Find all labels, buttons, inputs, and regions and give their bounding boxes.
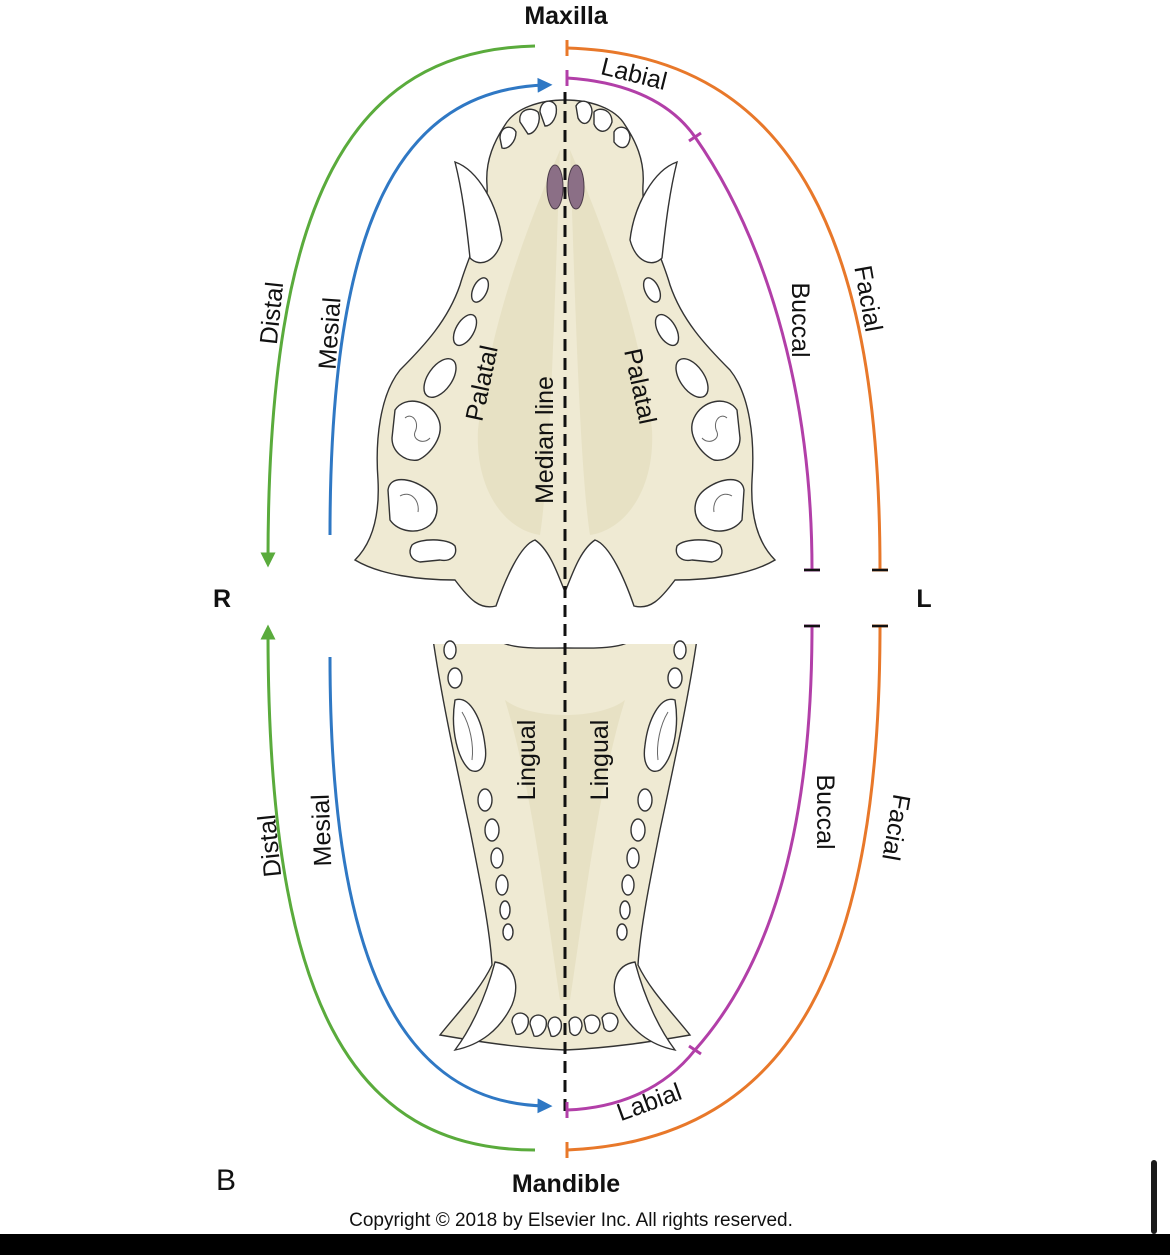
median-line-label: Median line — [531, 376, 559, 504]
facial-lower-label: Facial — [876, 792, 915, 863]
mandible-jaw — [420, 610, 710, 1050]
gap-caps — [804, 570, 888, 626]
facial-upper-label: Facial — [848, 263, 887, 334]
buccal-upper-label: Buccal — [786, 282, 814, 357]
buccal-arc-lower — [695, 626, 812, 1050]
mesial-lower-label: Mesial — [307, 794, 338, 867]
left-label: L — [916, 585, 931, 613]
lingual-right-label: Lingual — [513, 720, 541, 801]
distal-upper-label: Distal — [255, 281, 289, 346]
maxilla-label: Maxilla — [524, 2, 608, 30]
mesial-upper-label: Mesial — [314, 296, 347, 370]
labial-upper-label: Labial — [598, 53, 670, 96]
distal-lower-label: Distal — [253, 813, 287, 878]
copyright-notice: Copyright © 2018 by Elsevier Inc. All ri… — [349, 1210, 793, 1231]
lingual-left-label: Lingual — [586, 720, 614, 801]
mandible-label: Mandible — [512, 1170, 620, 1198]
scrollbar-thumb[interactable] — [1151, 1160, 1157, 1234]
labial-lower-label: Labial — [613, 1078, 685, 1127]
incisive-fissure-left — [568, 165, 584, 209]
panel-letter: B — [216, 1164, 236, 1197]
right-label: R — [213, 585, 231, 613]
bottom-bar — [0, 1234, 1170, 1255]
buccal-lower-label: Buccal — [811, 774, 839, 849]
incisive-fissure-right — [547, 165, 563, 209]
